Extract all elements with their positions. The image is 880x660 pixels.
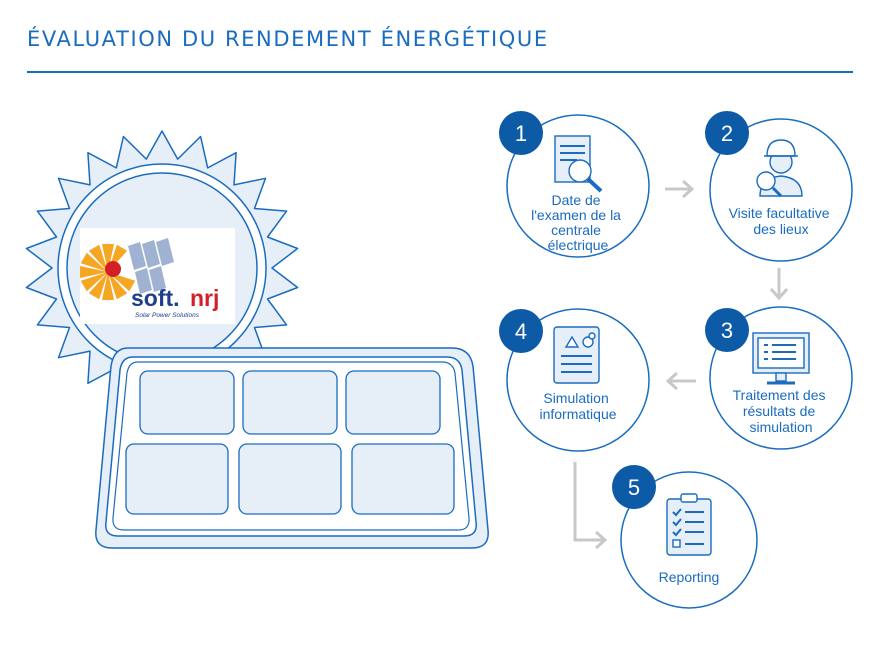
arrow-4-to-5 — [573, 462, 608, 550]
step-1: Date de l'examen de la centrale électriq… — [499, 111, 650, 258]
logo-brand-accent: nrj — [190, 285, 219, 311]
solar-panel — [95, 347, 489, 549]
logo-tagline: Solar Power Solutions — [135, 312, 200, 319]
step-1-badge — [499, 111, 543, 155]
step-4-label: Simulation informatique — [539, 390, 616, 422]
step-3-label: Traitement des résultats de simulation — [733, 387, 830, 435]
simulation-report-icon — [553, 326, 600, 384]
page-title: ÉVALUATION DU RENDEMENT ÉNERGÉTIQUE — [27, 27, 549, 51]
arrow-1-to-2 — [665, 179, 695, 199]
step-1-label: Date de l'examen de la centrale électriq… — [531, 192, 625, 253]
step-5: Reporting 5 — [612, 465, 758, 609]
title-divider — [27, 71, 853, 73]
logo-brand-main: soft. — [131, 285, 180, 311]
flow-arrows — [573, 179, 789, 550]
step-4-badge — [499, 309, 543, 353]
step-2-label: Visite facultative des lieux — [729, 205, 834, 237]
document-search-icon — [554, 135, 603, 193]
step-5-number: 5 — [628, 475, 640, 500]
step-2: Visite facultative des lieux 2 — [705, 111, 853, 262]
arrow-3-to-4 — [665, 371, 696, 391]
step-4-number: 4 — [515, 319, 527, 344]
clipboard-checklist-icon — [666, 493, 712, 556]
soft-nrj-logo: soft. nrj Solar Power Solutions — [80, 228, 235, 324]
step-2-number: 2 — [721, 121, 733, 146]
inspector-icon — [756, 139, 803, 198]
arrow-2-to-3 — [769, 268, 789, 301]
panel-cells — [125, 370, 455, 515]
step-3-badge — [705, 308, 749, 352]
step-3: Traitement des résultats de simulation 3 — [705, 306, 853, 450]
step-1-number: 1 — [515, 121, 527, 146]
step-2-badge — [705, 111, 749, 155]
step-4: Simulation informatique 4 — [499, 308, 650, 452]
logo-sun-icon — [80, 238, 174, 300]
step-3-number: 3 — [721, 318, 733, 343]
step-5-label: Reporting — [659, 569, 720, 585]
monitor-icon — [752, 332, 810, 385]
step-5-badge — [612, 465, 656, 509]
